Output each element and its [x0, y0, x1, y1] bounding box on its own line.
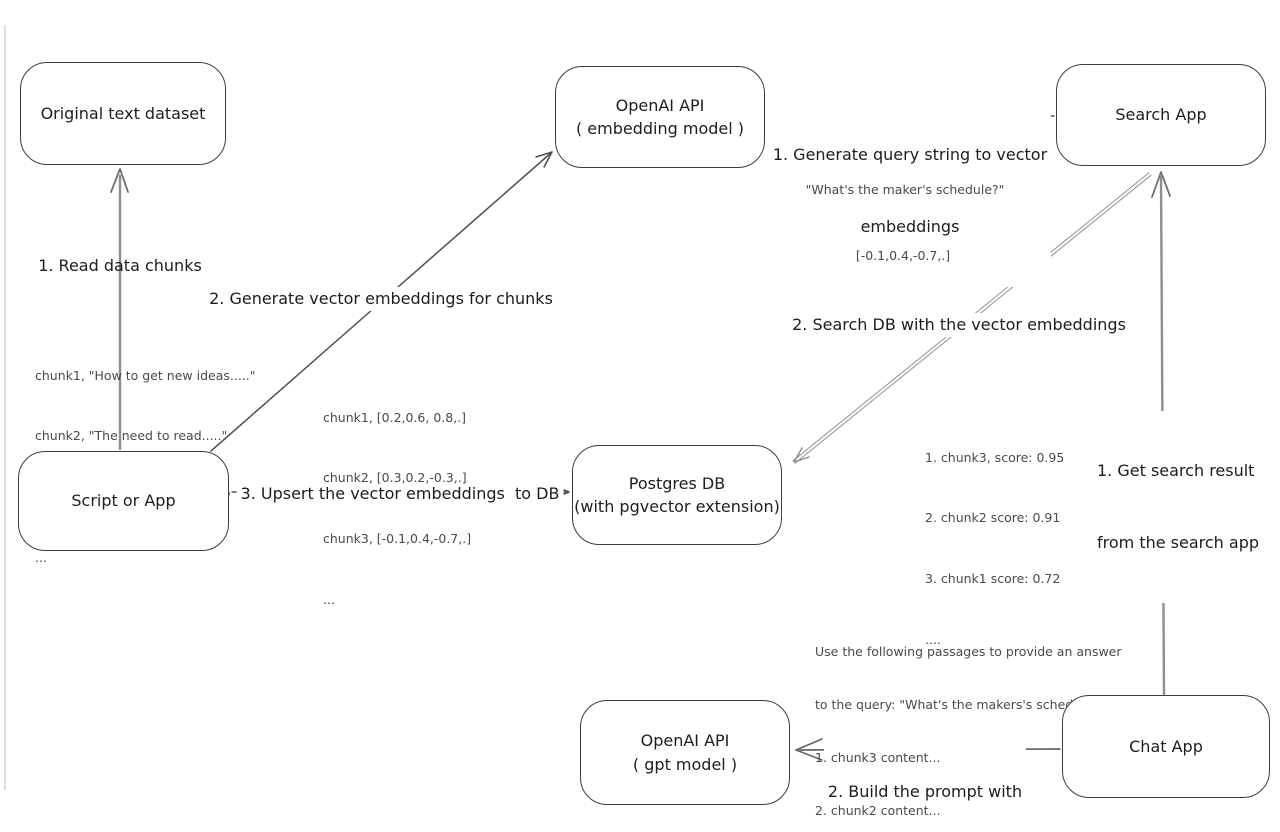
- annotation-prompt-example: Use the following passages to provide an…: [815, 607, 1122, 832]
- node-openai-embedding-label-line1: OpenAI API: [615, 95, 705, 115]
- annotation-chunk-texts-line: chunk2, "The need to read.....": [35, 428, 228, 444]
- edge-label-build-prompt: 2. Build the prompt with search result: [823, 732, 1027, 832]
- annotation-chunk-vectors-line: chunk3, [-0.1,0.4,-0.7,.]: [323, 531, 472, 546]
- annotation-search-scores-line: 3. chunk1 score: 0.72: [925, 571, 1061, 586]
- annotation-query-question: "What's the maker's schedule?": [805, 182, 1005, 197]
- edge-label-build-prompt-line1: 2. Build the prompt with: [827, 782, 1023, 801]
- node-postgres-db-label-line2: (with pgvector extension): [574, 497, 780, 516]
- node-openai-gpt: OpenAI API ( gpt model ): [580, 700, 790, 805]
- node-openai-embedding: OpenAI API ( embedding model ): [555, 66, 765, 168]
- node-script-or-app-label: Script or App: [71, 491, 176, 511]
- edge-label-get-search-result-line2: from the search app: [1097, 533, 1260, 552]
- annotation-query-vector: [-0.1,0.4,-0.7,.]: [855, 248, 951, 263]
- annotation-chunk-vectors-line: chunk2, [0.3,0.2,-0.3,.]: [323, 470, 467, 486]
- annotation-chunk-texts-line: chunk1, "How to get new ideas.....": [35, 367, 256, 383]
- annotation-prompt-example-line: 1. chunk3 content...: [815, 750, 941, 765]
- node-chat-app: Chat App: [1062, 695, 1270, 798]
- annotation-chunk-texts-line: ...: [35, 549, 47, 565]
- edge-label-read-data-chunks: 1. Read data chunks: [38, 256, 202, 275]
- edge-label-search-db: 2. Search DB with the vector embeddings: [788, 313, 1130, 337]
- annotation-search-scores-line: 1. chunk3, score: 0.95: [925, 449, 1065, 465]
- annotation-chunk-vectors: chunk1, [0.2,0.6, 0.8,.] chunk2, [0.3,0.…: [323, 367, 471, 651]
- edge-label-query-to-vector: 1. Generate query string to vector embed…: [768, 95, 1052, 287]
- edge-label-upsert-to-db: 3. Upsert the vector embeddings to DB: [236, 482, 564, 506]
- edge-label-get-search-result-line1: 1. Get search result: [1097, 461, 1255, 480]
- node-postgres-db: Postgres DB (with pgvector extension): [572, 445, 782, 545]
- edge-label-get-search-result: 1. Get search result from the search app: [1093, 411, 1264, 603]
- node-script-or-app: Script or App: [18, 451, 229, 551]
- node-openai-gpt-label-line1: OpenAI API: [640, 731, 730, 751]
- annotation-chunk-vectors-line: ...: [323, 591, 335, 607]
- node-chat-app-label: Chat App: [1129, 736, 1203, 756]
- edge-label-query-to-vector-line2: embeddings: [860, 217, 960, 236]
- annotation-prompt-example-line: 2. chunk2 content...: [815, 803, 941, 819]
- annotation-search-scores-line: 2. chunk2 score: 0.91: [925, 510, 1061, 526]
- annotation-chunk-vectors-line: chunk1, [0.2,0.6, 0.8,.]: [323, 409, 467, 425]
- node-search-app: Search App: [1056, 64, 1266, 166]
- annotation-search-scores: 1. chunk3, score: 0.95 2. chunk2 score: …: [925, 407, 1064, 691]
- node-openai-embedding-label-line2: ( embedding model ): [575, 119, 745, 138]
- node-original-text-dataset-label: Original text dataset: [40, 103, 206, 123]
- annotation-search-scores-line: ....: [925, 631, 941, 647]
- node-search-app-label: Search App: [1115, 105, 1207, 125]
- node-postgres-db-label-line1: Postgres DB: [628, 473, 726, 493]
- node-openai-gpt-label-line2: ( gpt model ): [632, 754, 738, 774]
- annotation-prompt-example-line: Use the following passages to provide an…: [815, 643, 1122, 659]
- edge-label-generate-embeddings: 2. Generate vector embeddings for chunks: [205, 287, 557, 311]
- node-original-text-dataset: Original text dataset: [20, 62, 226, 165]
- edge-label-query-to-vector-line1: 1. Generate query string to vector: [772, 145, 1048, 164]
